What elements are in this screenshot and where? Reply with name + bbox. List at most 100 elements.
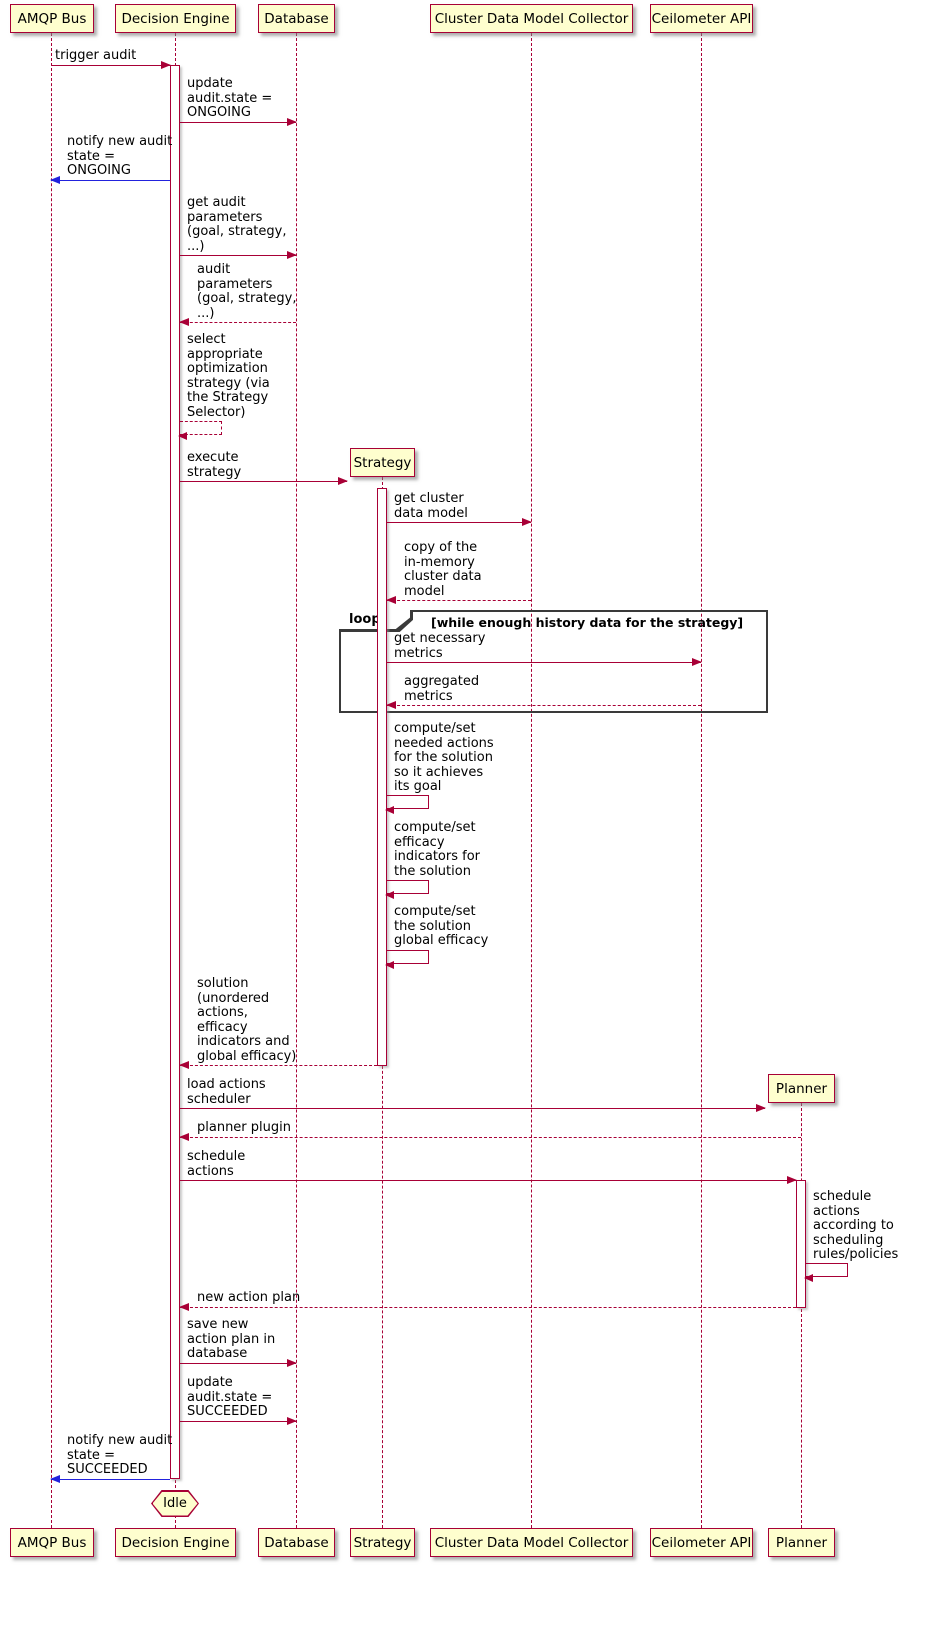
arrowhead-right-icon <box>692 658 702 666</box>
message-label: update audit.state = ONGOING <box>187 76 273 120</box>
message-label: get necessary metrics <box>394 631 486 661</box>
arrow-save-action-plan <box>180 1359 297 1367</box>
participant-strategy-created: Strategy <box>350 448 415 477</box>
message-label: new action plan <box>197 1290 301 1305</box>
loop-keyword: loop <box>339 610 410 629</box>
end-state-label: Idle <box>152 1491 198 1516</box>
lifeline-cluster-data-model-collector <box>531 33 532 1528</box>
message-label: load actions scheduler <box>187 1077 266 1107</box>
arrowhead-right-icon <box>522 518 532 526</box>
arrow-compute-actions-self <box>385 795 429 814</box>
participant-label: Cluster Data Model Collector <box>434 1534 629 1551</box>
message-label: execute strategy <box>187 450 242 480</box>
arrow-select-strategy-self <box>178 421 222 440</box>
arrowhead-left-icon <box>179 1061 189 1069</box>
participant-amqp-bus-bottom: AMQP Bus <box>10 1528 94 1557</box>
message-label: audit parameters (goal, strategy, ...) <box>197 262 297 321</box>
message-label: compute/set efficacy indicators for the … <box>394 820 481 879</box>
arrowhead-right-icon <box>287 1417 297 1425</box>
participant-amqp-bus-top: AMQP Bus <box>10 4 94 33</box>
participant-strategy-bottom: Strategy <box>350 1528 415 1557</box>
participant-decision-engine-bottom: Decision Engine <box>115 1528 236 1557</box>
message-label: copy of the in-memory cluster data model <box>404 540 482 599</box>
arrow-solution-return <box>179 1061 377 1069</box>
arrow-get-audit-params <box>180 251 297 259</box>
arrow-load-scheduler <box>180 1104 766 1112</box>
arrow-notify-succeeded <box>50 1475 170 1483</box>
lifeline-planner <box>801 1103 802 1528</box>
loop-fragment: loop [while enough history data for the … <box>339 610 768 713</box>
participant-label: Planner <box>775 1534 828 1551</box>
message-label: notify new audit state = ONGOING <box>67 134 173 178</box>
end-state-hexagon: Idle <box>151 1490 199 1517</box>
arrowhead-left-icon <box>385 961 394 969</box>
arrow-schedule-actions <box>180 1176 797 1184</box>
arrowhead-left-icon <box>179 1303 189 1311</box>
arrow-compute-global-efficacy-self <box>385 950 429 969</box>
arrowhead-left-icon <box>385 891 394 899</box>
message-label: save new action plan in database <box>187 1317 276 1361</box>
arrowhead-right-icon <box>787 1176 797 1184</box>
participant-ceilometer-api-bottom: Ceilometer API <box>650 1528 753 1557</box>
arrow-compute-efficacy-self <box>385 880 429 899</box>
arrowhead-left-icon <box>179 1133 189 1141</box>
message-label: get audit parameters (goal, strategy, ..… <box>187 195 287 254</box>
message-label: trigger audit <box>55 48 137 63</box>
message-label: notify new audit state = SUCCEEDED <box>67 1433 173 1477</box>
arrow-planner-plugin <box>179 1133 801 1141</box>
message-label: planner plugin <box>197 1120 291 1135</box>
arrowhead-left-icon <box>386 701 396 709</box>
participant-label: Cluster Data Model Collector <box>434 10 629 27</box>
arrowhead-left-icon <box>179 318 189 326</box>
arrow-schedule-self <box>804 1263 848 1282</box>
arrow-aggregated-metrics <box>386 701 701 709</box>
message-label: aggregated metrics <box>404 674 480 704</box>
message-label: schedule actions according to scheduling… <box>813 1189 899 1262</box>
participant-label: Strategy <box>353 1534 412 1551</box>
participant-decision-engine-top: Decision Engine <box>115 4 236 33</box>
arrowhead-right-icon <box>287 118 297 126</box>
message-label: compute/set needed actions for the solut… <box>394 721 494 794</box>
arrow-new-action-plan <box>179 1303 796 1311</box>
message-label: compute/set the solution global efficacy <box>394 904 489 948</box>
arrow-notify-ongoing <box>50 176 170 184</box>
lifeline-database <box>296 33 297 1528</box>
participant-database-top: Database <box>258 4 335 33</box>
participant-label: Database <box>264 1534 329 1551</box>
participant-label: Strategy <box>353 454 412 471</box>
participant-planner-created: Planner <box>768 1074 835 1103</box>
participant-label: Decision Engine <box>121 1534 230 1551</box>
participant-label: Ceilometer API <box>651 1534 752 1551</box>
participant-label: Ceilometer API <box>651 10 752 27</box>
activation-decision-engine <box>170 65 180 1479</box>
arrowhead-left-icon <box>386 596 396 604</box>
arrow-update-state-succeeded <box>180 1417 297 1425</box>
lifeline-amqp-bus <box>51 33 52 1528</box>
arrow-trigger-audit <box>51 61 171 69</box>
arrowhead-left-icon <box>804 1274 813 1282</box>
participant-label: Decision Engine <box>121 10 230 27</box>
arrow-copy-cluster-model <box>386 596 531 604</box>
loop-condition: [while enough history data for the strat… <box>431 615 744 630</box>
arrow-get-cluster-model <box>387 518 532 526</box>
arrowhead-right-icon <box>161 61 171 69</box>
participant-label: Planner <box>775 1080 828 1097</box>
participant-label: AMQP Bus <box>17 10 87 27</box>
arrowhead-right-icon <box>287 1359 297 1367</box>
arrow-get-metrics <box>387 658 702 666</box>
participant-label: Database <box>264 10 329 27</box>
message-label: update audit.state = SUCCEEDED <box>187 1375 273 1419</box>
participant-label: AMQP Bus <box>17 1534 87 1551</box>
arrowhead-left-icon <box>50 1475 60 1483</box>
loop-fragment-header: loop <box>339 610 413 632</box>
activation-strategy <box>377 488 387 1066</box>
message-label: schedule actions <box>187 1149 246 1179</box>
participant-cluster-data-model-collector-bottom: Cluster Data Model Collector <box>430 1528 633 1557</box>
message-label: solution (unordered actions, efficacy in… <box>197 976 297 1064</box>
lifeline-ceilometer-api <box>701 33 702 1528</box>
participant-cluster-data-model-collector-top: Cluster Data Model Collector <box>430 4 633 33</box>
participant-database-bottom: Database <box>258 1528 335 1557</box>
arrowhead-left-icon <box>178 432 187 440</box>
arrow-update-state-ongoing <box>180 118 297 126</box>
